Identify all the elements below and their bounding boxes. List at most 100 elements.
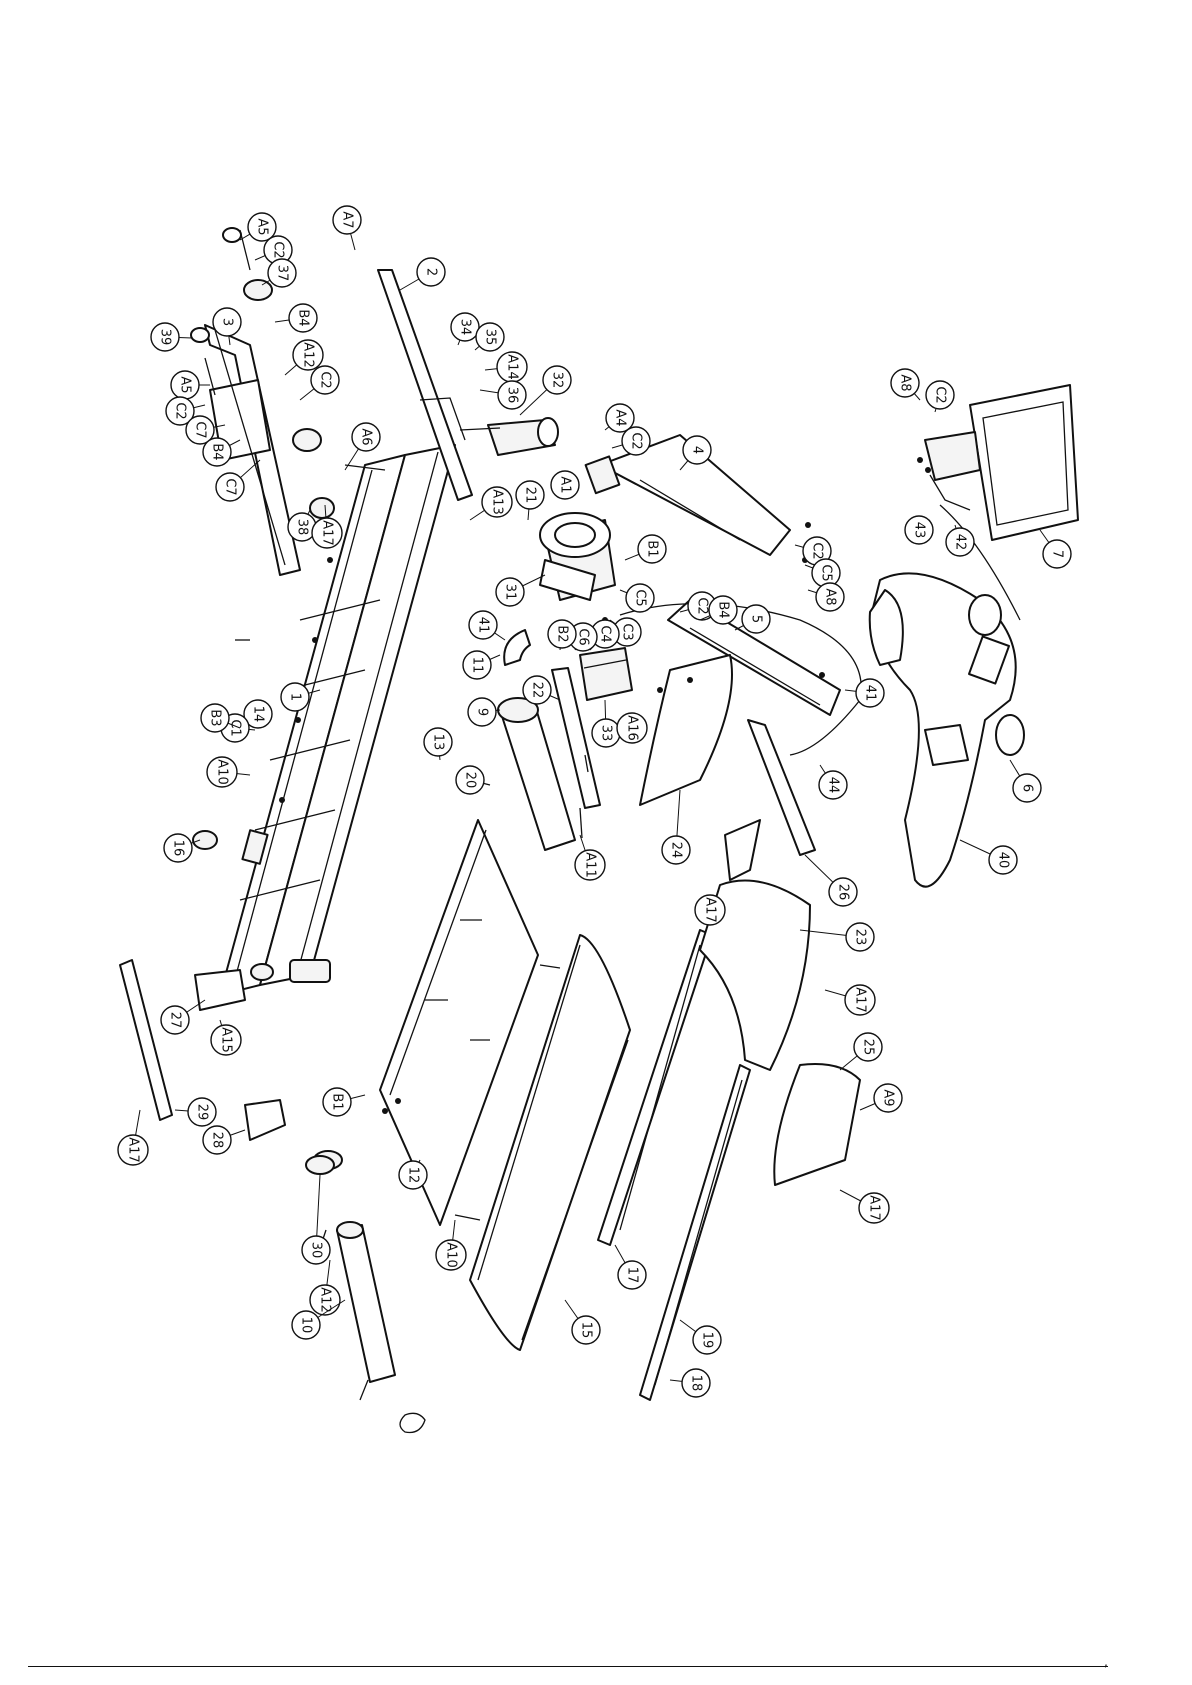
motor-cover: [700, 820, 810, 1070]
part-label: B4: [296, 309, 311, 326]
part-label: 30: [309, 1242, 324, 1259]
part-label: 38: [295, 519, 310, 536]
part-label: 29: [195, 1104, 210, 1121]
part-label: A17: [703, 897, 718, 922]
part-label: 35: [483, 329, 498, 346]
callout-p24: 24: [662, 790, 690, 864]
part-label: A17: [126, 1137, 141, 1162]
callout-p17: 17: [615, 1245, 646, 1289]
callout-p43: 43: [905, 516, 933, 544]
callout-c5a: C5: [620, 584, 654, 612]
part-label: 41: [863, 685, 878, 702]
part-label: 7: [1050, 550, 1065, 558]
part-label: 9: [475, 708, 490, 716]
part-label: 22: [530, 682, 545, 699]
part-label: A16: [625, 715, 640, 740]
part-label: C2: [173, 402, 188, 419]
part-label: 40: [996, 852, 1011, 869]
callout-p39: 39: [151, 323, 192, 351]
part-label: C5: [633, 589, 648, 606]
callout-a8: A8: [891, 369, 920, 400]
callout-p11: 11: [463, 651, 500, 679]
part-label: 43: [912, 522, 927, 539]
part-label: 28: [210, 1132, 225, 1149]
part-label: 34: [458, 319, 473, 336]
part-label: C2: [810, 542, 825, 559]
part-label: C2: [695, 597, 710, 614]
part-label: C2: [629, 432, 644, 449]
callout-a8b: A8: [808, 583, 844, 611]
callout-p30: 30: [302, 1175, 330, 1264]
part-label: 5: [749, 615, 764, 623]
part-label: 31: [503, 584, 518, 601]
callout-p13: 13: [424, 728, 452, 760]
footer-rule: [28, 1666, 1108, 1667]
callout-p7: 7: [1040, 530, 1071, 568]
spare-clip: [400, 1413, 425, 1432]
part-label: C2: [933, 386, 948, 403]
callout-p9: 9: [468, 698, 500, 726]
part-label: A9: [881, 1089, 896, 1106]
callout-p42: 42: [946, 525, 974, 556]
part-label: 10: [299, 1317, 314, 1334]
part-label: A10: [215, 759, 230, 784]
part-label: 17: [625, 1267, 640, 1284]
part-label: B4: [716, 601, 731, 618]
callout-p18: 18: [670, 1369, 710, 1397]
part-label: A13: [490, 489, 505, 514]
part-label: 15: [579, 1322, 594, 1339]
motor-controller: [580, 648, 632, 700]
side-rail-17: [598, 930, 712, 1245]
side-cover-24: [640, 655, 732, 805]
callout-p25: 25: [840, 1033, 882, 1070]
callout-p36: 36: [480, 381, 526, 409]
callout-a17e: A17: [840, 1190, 889, 1223]
callout-p12: 12: [399, 1160, 427, 1189]
callout-a12b: A12: [310, 1260, 340, 1315]
part-label: C1: [228, 719, 243, 736]
callout-b1b: B1: [323, 1088, 365, 1116]
callout-a17b: A17: [695, 895, 725, 925]
callout-p41a: 41: [469, 611, 505, 640]
part-label: 18: [689, 1375, 704, 1392]
part-label: 42: [953, 534, 968, 551]
callout-p41b: 41: [845, 679, 884, 707]
callout-p5: 5: [735, 605, 770, 633]
part-label: C2: [318, 371, 333, 388]
callout-p32: 32: [520, 366, 571, 415]
part-label: A17: [853, 987, 868, 1012]
part-label: A4: [613, 409, 628, 426]
end-cap-28: [245, 1100, 285, 1140]
callout-p29: 29: [175, 1098, 216, 1126]
part-label: 3: [220, 318, 235, 326]
callout-a5: A5: [240, 213, 276, 241]
part-label: A11: [583, 852, 598, 877]
part-label: A17: [867, 1195, 882, 1220]
lift-motor: [460, 418, 558, 455]
part-label: C7: [193, 421, 208, 438]
callout-a16: A16: [617, 713, 647, 743]
part-label: 25: [861, 1039, 876, 1056]
part-label: A6: [359, 428, 374, 445]
callout-c2e: C2: [926, 381, 954, 412]
part-label: B2: [555, 625, 570, 642]
part-label: 11: [470, 657, 485, 674]
callout-p2: 2: [400, 258, 445, 290]
part-label: A8: [898, 374, 913, 391]
part-label: C3: [620, 623, 635, 640]
part-label: 33: [599, 725, 614, 742]
part-label: A5: [178, 376, 193, 393]
front-roller: [314, 1151, 395, 1382]
part-label: 1: [288, 693, 303, 701]
part-label: 27: [168, 1012, 183, 1029]
part-label: 39: [158, 329, 173, 346]
part-label: 4: [690, 446, 705, 454]
callout-a7: A7: [333, 206, 361, 250]
part-label: C7: [223, 478, 238, 495]
callout-b1a: B1: [625, 535, 666, 563]
part-label: B3: [208, 709, 223, 726]
part-label: C5: [819, 564, 834, 581]
part-label: 19: [700, 1332, 715, 1349]
callout-p44: 44: [819, 765, 847, 799]
